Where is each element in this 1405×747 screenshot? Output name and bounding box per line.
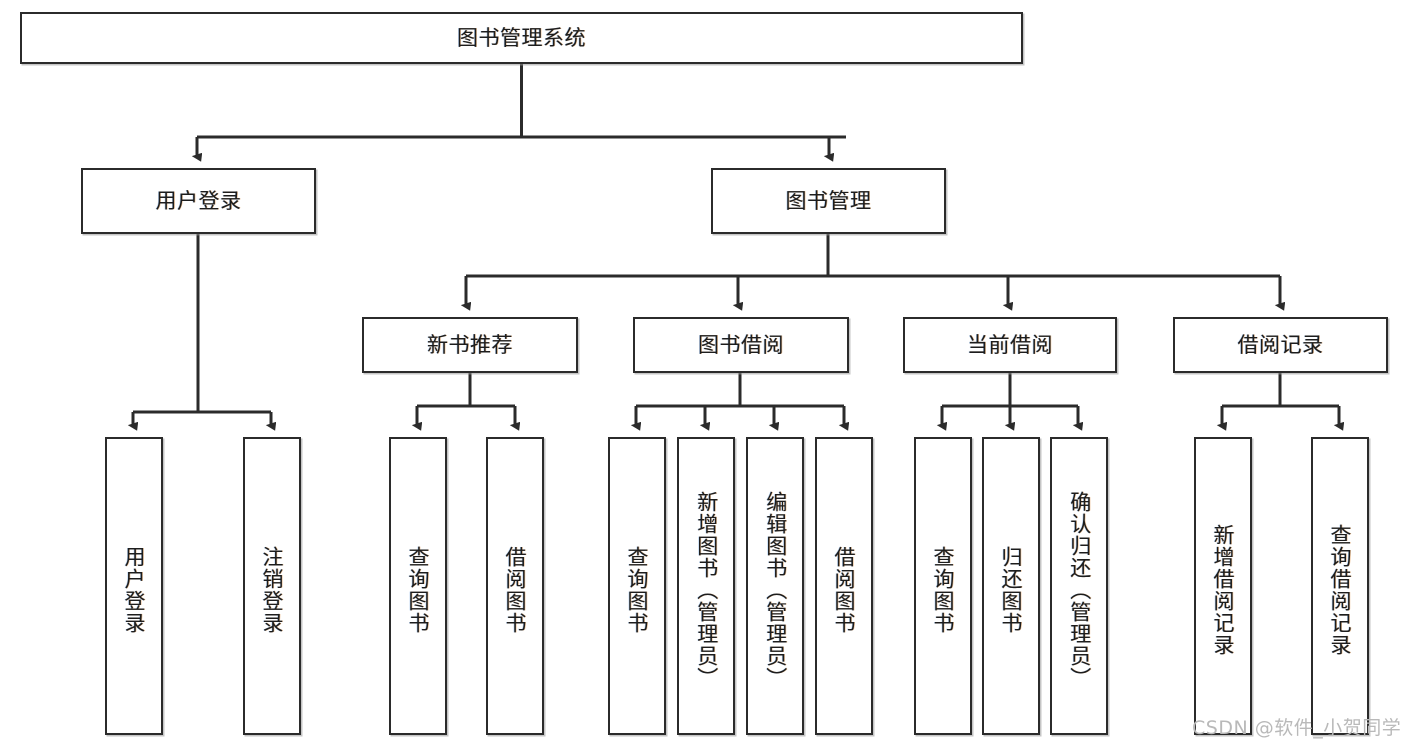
leaf-query-record[interactable]: 查询借阅记录 — [1311, 437, 1369, 735]
node-root-label: 图书管理系统 — [457, 25, 586, 50]
leaf-edit-book-label: 编辑图书（管理员） — [763, 491, 788, 689]
leaf-user-login[interactable]: 用户登录 — [105, 437, 163, 735]
leaf-borrow-book-2-label: 借阅图书 — [832, 546, 856, 634]
node-book-management-label: 图书管理 — [785, 188, 872, 213]
leaf-borrow-book-1[interactable]: 借阅图书 — [486, 437, 544, 735]
node-new-book-recommend[interactable]: 新书推荐 — [362, 317, 578, 373]
node-book-management[interactable]: 图书管理 — [711, 168, 946, 234]
leaf-query-book-3-label: 查询图书 — [931, 546, 955, 634]
node-current-borrow-label: 当前借阅 — [967, 332, 1053, 357]
csdn-watermark: CSDN @软件_小贺同学 — [1192, 717, 1402, 739]
leaf-return-book[interactable]: 归还图书 — [982, 437, 1040, 735]
leaf-add-book-label: 新增图书（管理员） — [694, 491, 719, 689]
leaf-return-book-label: 归还图书 — [999, 546, 1023, 634]
node-book-borrow-label: 图书借阅 — [698, 332, 784, 357]
leaf-user-login-label: 用户登录 — [122, 546, 146, 634]
leaf-confirm-return-label: 确认归还（管理员） — [1067, 491, 1092, 689]
leaf-add-book[interactable]: 新增图书（管理员） — [677, 437, 735, 735]
leaf-add-record-label: 新增借阅记录 — [1211, 524, 1235, 656]
leaf-query-book-2-label: 查询图书 — [625, 546, 649, 634]
node-new-book-recommend-label: 新书推荐 — [427, 332, 513, 357]
leaf-query-book-1-label: 查询图书 — [406, 546, 430, 634]
leaf-logout-login-label: 注销登录 — [260, 546, 284, 634]
node-user-login[interactable]: 用户登录 — [81, 168, 316, 234]
leaf-borrow-book-2[interactable]: 借阅图书 — [815, 437, 873, 735]
node-user-login-label: 用户登录 — [155, 188, 242, 213]
node-current-borrow[interactable]: 当前借阅 — [903, 317, 1117, 373]
node-book-borrow[interactable]: 图书借阅 — [633, 317, 849, 373]
leaf-query-record-label: 查询借阅记录 — [1328, 524, 1352, 656]
leaf-query-book-1[interactable]: 查询图书 — [389, 437, 447, 735]
node-root[interactable]: 图书管理系统 — [20, 12, 1023, 64]
leaf-add-record[interactable]: 新增借阅记录 — [1194, 437, 1252, 735]
leaf-query-book-3[interactable]: 查询图书 — [914, 437, 972, 735]
leaf-confirm-return[interactable]: 确认归还（管理员） — [1050, 437, 1108, 735]
leaf-borrow-book-1-label: 借阅图书 — [503, 546, 527, 634]
leaf-logout-login[interactable]: 注销登录 — [243, 437, 301, 735]
leaf-query-book-2[interactable]: 查询图书 — [608, 437, 666, 735]
leaf-edit-book[interactable]: 编辑图书（管理员） — [746, 437, 804, 735]
node-borrow-record-label: 借阅记录 — [1237, 332, 1324, 357]
node-borrow-record[interactable]: 借阅记录 — [1173, 317, 1388, 373]
